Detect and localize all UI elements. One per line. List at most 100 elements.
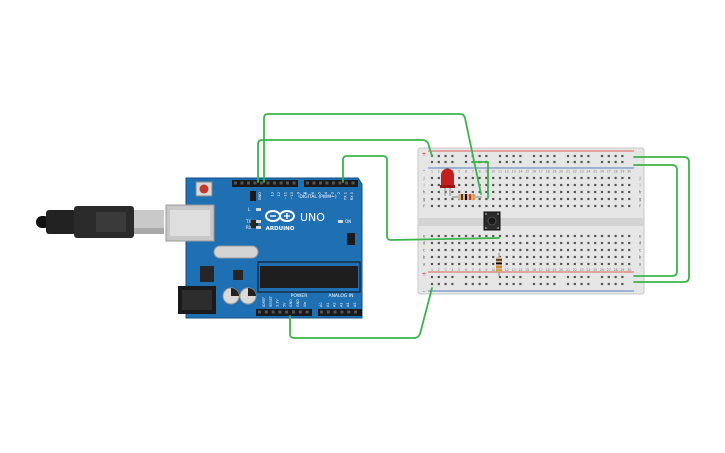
breadboard-hole[interactable] bbox=[437, 234, 440, 238]
breadboard-hole[interactable] bbox=[430, 262, 434, 266]
breadboard-hole[interactable] bbox=[498, 176, 502, 180]
breadboard-hole[interactable] bbox=[621, 160, 624, 164]
breadboard-hole[interactable] bbox=[478, 204, 481, 208]
breadboard-hole[interactable] bbox=[560, 183, 563, 187]
breadboard-hole[interactable] bbox=[532, 248, 536, 252]
breadboard-hole[interactable] bbox=[451, 255, 454, 259]
breadboard-hole[interactable] bbox=[539, 241, 542, 245]
header-pin[interactable] bbox=[247, 181, 250, 185]
breadboard-hole[interactable] bbox=[464, 248, 468, 252]
breadboard-hole[interactable] bbox=[464, 176, 468, 180]
breadboard-hole[interactable] bbox=[621, 241, 624, 245]
breadboard-hole[interactable] bbox=[573, 197, 576, 201]
breadboard-hole[interactable] bbox=[566, 282, 570, 286]
breadboard-hole[interactable] bbox=[498, 275, 502, 279]
breadboard-hole[interactable] bbox=[526, 190, 529, 194]
breadboard-hole[interactable] bbox=[505, 241, 508, 245]
breadboard-hole[interactable] bbox=[600, 176, 604, 180]
breadboard-hole[interactable] bbox=[580, 262, 583, 266]
breadboard-hole[interactable] bbox=[526, 255, 529, 259]
breadboard-hole[interactable] bbox=[505, 234, 508, 238]
breadboard-hole[interactable] bbox=[471, 241, 474, 245]
breadboard-hole[interactable] bbox=[614, 241, 617, 245]
breadboard-hole[interactable] bbox=[539, 154, 542, 158]
header-pin[interactable] bbox=[285, 310, 289, 314]
breadboard-hole[interactable] bbox=[471, 248, 474, 252]
breadboard-hole[interactable] bbox=[614, 197, 617, 201]
breadboard-hole[interactable] bbox=[546, 197, 549, 201]
breadboard-hole[interactable] bbox=[614, 154, 617, 158]
breadboard-hole[interactable] bbox=[519, 204, 522, 208]
breadboard-hole[interactable] bbox=[451, 154, 454, 158]
breadboard-hole[interactable] bbox=[471, 204, 474, 208]
digital-pins[interactable] bbox=[234, 181, 355, 185]
header-pin[interactable] bbox=[271, 310, 275, 314]
breadboard-hole[interactable] bbox=[587, 190, 590, 194]
breadboard-hole[interactable] bbox=[505, 275, 508, 279]
breadboard-hole[interactable] bbox=[587, 262, 590, 266]
breadboard-hole[interactable] bbox=[587, 197, 590, 201]
breadboard-hole[interactable] bbox=[594, 234, 597, 238]
breadboard-hole[interactable] bbox=[628, 241, 631, 245]
breadboard-hole[interactable] bbox=[532, 275, 536, 279]
breadboard-hole[interactable] bbox=[485, 262, 488, 266]
header-pin[interactable] bbox=[326, 310, 330, 314]
breadboard-hole[interactable] bbox=[430, 234, 434, 238]
header-pin[interactable] bbox=[338, 181, 342, 185]
breadboard-hole[interactable] bbox=[621, 190, 624, 194]
breadboard-hole[interactable] bbox=[430, 197, 434, 201]
breadboard-hole[interactable] bbox=[587, 255, 590, 259]
breadboard-hole[interactable] bbox=[628, 248, 631, 252]
breadboard-hole[interactable] bbox=[492, 234, 495, 238]
breadboard-hole[interactable] bbox=[560, 255, 563, 259]
breadboard-hole[interactable] bbox=[560, 262, 563, 266]
breadboard-hole[interactable] bbox=[566, 255, 570, 259]
breadboard-hole[interactable] bbox=[505, 183, 508, 187]
breadboard-hole[interactable] bbox=[492, 190, 495, 194]
breadboard-hole[interactable] bbox=[451, 234, 454, 238]
breadboard-hole[interactable] bbox=[580, 255, 583, 259]
breadboard-hole[interactable] bbox=[451, 190, 454, 194]
breadboard-hole[interactable] bbox=[614, 160, 617, 164]
breadboard-hole[interactable] bbox=[628, 204, 631, 208]
breadboard-hole[interactable] bbox=[532, 176, 536, 180]
breadboard-hole[interactable] bbox=[512, 183, 515, 187]
breadboard-hole[interactable] bbox=[505, 248, 508, 252]
breadboard-hole[interactable] bbox=[437, 275, 440, 279]
breadboard-hole[interactable] bbox=[607, 197, 610, 201]
breadboard-hole[interactable] bbox=[532, 190, 536, 194]
breadboard-hole[interactable] bbox=[600, 255, 604, 259]
breadboard-hole[interactable] bbox=[628, 262, 631, 266]
header-pin[interactable] bbox=[347, 310, 351, 314]
breadboard-hole[interactable] bbox=[478, 282, 481, 286]
breadboard-hole[interactable] bbox=[587, 160, 590, 164]
breadboard-hole[interactable] bbox=[539, 234, 542, 238]
breadboard-hole[interactable] bbox=[587, 241, 590, 245]
breadboard-hole[interactable] bbox=[430, 248, 434, 252]
breadboard-hole[interactable] bbox=[519, 248, 522, 252]
breadboard-hole[interactable] bbox=[464, 204, 468, 208]
breadboard-hole[interactable] bbox=[546, 154, 549, 158]
breadboard-hole[interactable] bbox=[464, 262, 468, 266]
breadboard-hole[interactable] bbox=[566, 248, 570, 252]
breadboard-hole[interactable] bbox=[614, 275, 617, 279]
breadboard-hole[interactable] bbox=[526, 176, 529, 180]
breadboard-hole[interactable] bbox=[607, 248, 610, 252]
header-pin[interactable] bbox=[325, 181, 329, 185]
breadboard-hole[interactable] bbox=[485, 241, 488, 245]
breadboard-hole[interactable] bbox=[600, 275, 604, 279]
breadboard-hole[interactable] bbox=[553, 282, 556, 286]
breadboard-hole[interactable] bbox=[526, 248, 529, 252]
breadboard-hole[interactable] bbox=[444, 241, 447, 245]
breadboard-hole[interactable] bbox=[526, 183, 529, 187]
breadboard-hole[interactable] bbox=[607, 160, 610, 164]
breadboard-hole[interactable] bbox=[485, 204, 488, 208]
breadboard-hole[interactable] bbox=[573, 241, 576, 245]
breadboard-hole[interactable] bbox=[451, 275, 454, 279]
breadboard-hole[interactable] bbox=[546, 204, 549, 208]
breadboard-hole[interactable] bbox=[478, 275, 481, 279]
breadboard-hole[interactable] bbox=[553, 183, 556, 187]
breadboard-hole[interactable] bbox=[505, 204, 508, 208]
breadboard-hole[interactable] bbox=[546, 241, 549, 245]
breadboard-hole[interactable] bbox=[566, 154, 570, 158]
